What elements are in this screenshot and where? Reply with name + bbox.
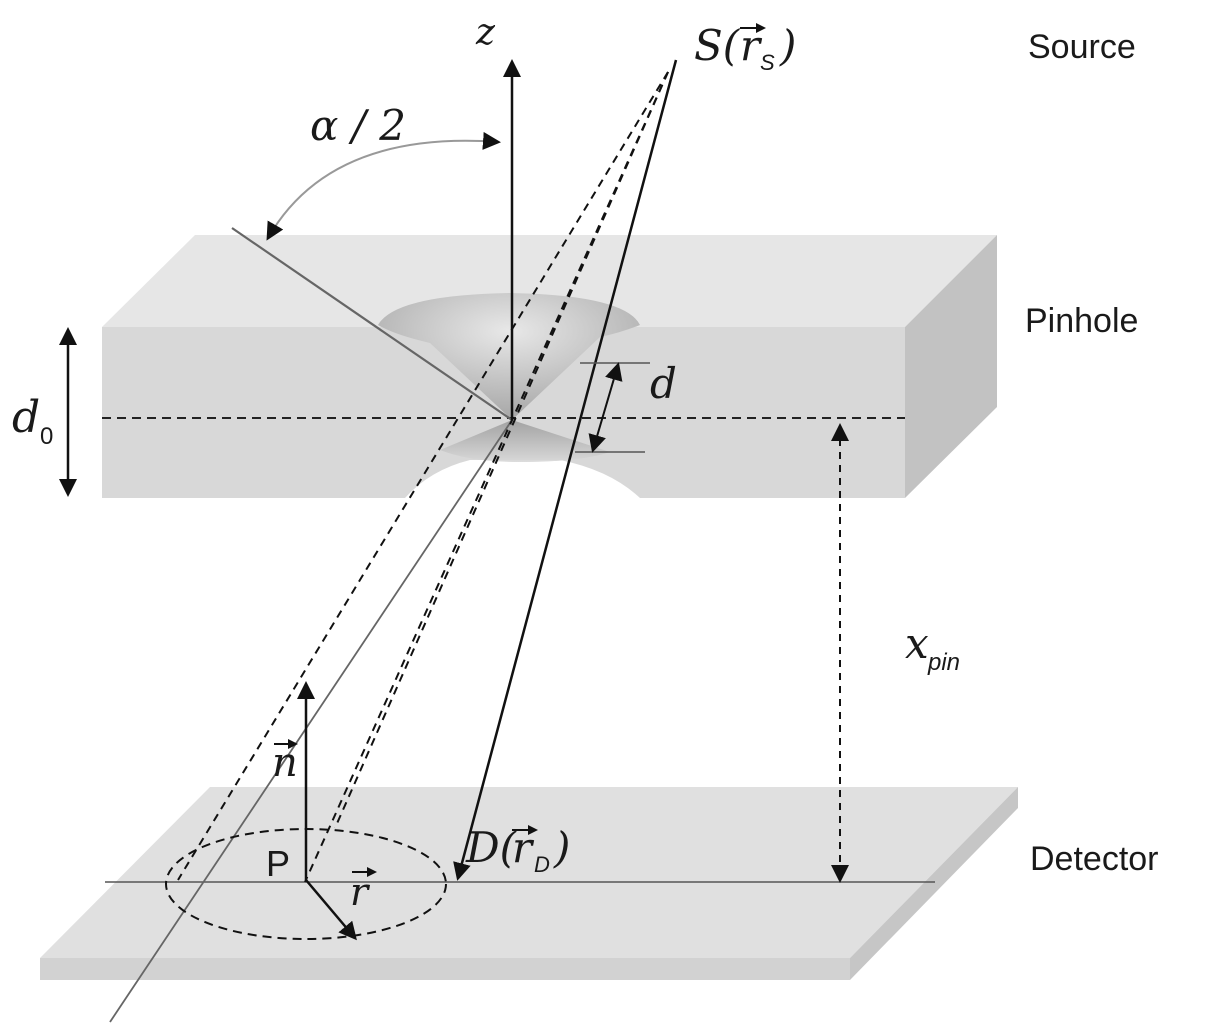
detector-point-prefix: D( [465, 823, 518, 872]
ray-cone-left [177, 71, 669, 881]
n-vector-text: n [272, 740, 298, 786]
pinhole-slab [102, 235, 997, 498]
cone-edge-lower [109, 419, 513, 1023]
detector-plate [40, 787, 1018, 980]
d-arrow [588, 362, 623, 453]
d-label: d [650, 359, 677, 408]
ray-cone-mid [304, 71, 669, 883]
pinhole-upper-cone [378, 293, 640, 420]
half-angle-label: α / 2 [310, 101, 406, 150]
half-angle-arc [266, 131, 501, 241]
n-vector-label: n [272, 739, 298, 786]
detector-front-face [40, 958, 850, 980]
r-vector-text: r [350, 870, 371, 914]
pinhole-front-face [102, 327, 905, 498]
ray-source-to-detector [453, 59, 678, 881]
point-p-label: P [266, 843, 290, 884]
d0-subscript: 0 [40, 423, 53, 450]
cone-edge-line [231, 227, 513, 421]
d0-main: d [12, 392, 40, 443]
x-pin-main: x [905, 619, 929, 668]
r-vector-label: r [350, 867, 377, 914]
ray-cone-inner [334, 71, 669, 829]
x-pin-label: x pin [905, 619, 960, 676]
pinhole-lower-cone [440, 420, 610, 462]
source-label: Source [1028, 28, 1136, 66]
detector-point-vec: r [512, 823, 535, 872]
r-vector [305, 879, 357, 941]
pinhole-right-face [905, 235, 997, 498]
source-point-vec: r [740, 21, 763, 70]
detector-point-label: D( r D ) [465, 823, 570, 877]
dashed-rays [177, 71, 669, 883]
detector-point-sub: D [534, 852, 550, 877]
pinhole-label: Pinhole [1025, 302, 1138, 340]
x-pin-subscript: pin [927, 649, 960, 676]
z-axis-label: z [475, 12, 496, 53]
detector-right-face [850, 787, 1018, 980]
detector-point-suffix: ) [553, 823, 570, 872]
source-point-sub: S [760, 50, 775, 75]
pinhole-top-face [102, 235, 997, 327]
source-point-label: S( r S ) [694, 21, 796, 75]
d0-label: d 0 [12, 392, 53, 450]
detector-top-face [40, 787, 1018, 958]
source-point-suffix: ) [779, 21, 796, 70]
source-point-prefix: S( [694, 21, 741, 70]
detector-label: Detector [1030, 840, 1159, 878]
